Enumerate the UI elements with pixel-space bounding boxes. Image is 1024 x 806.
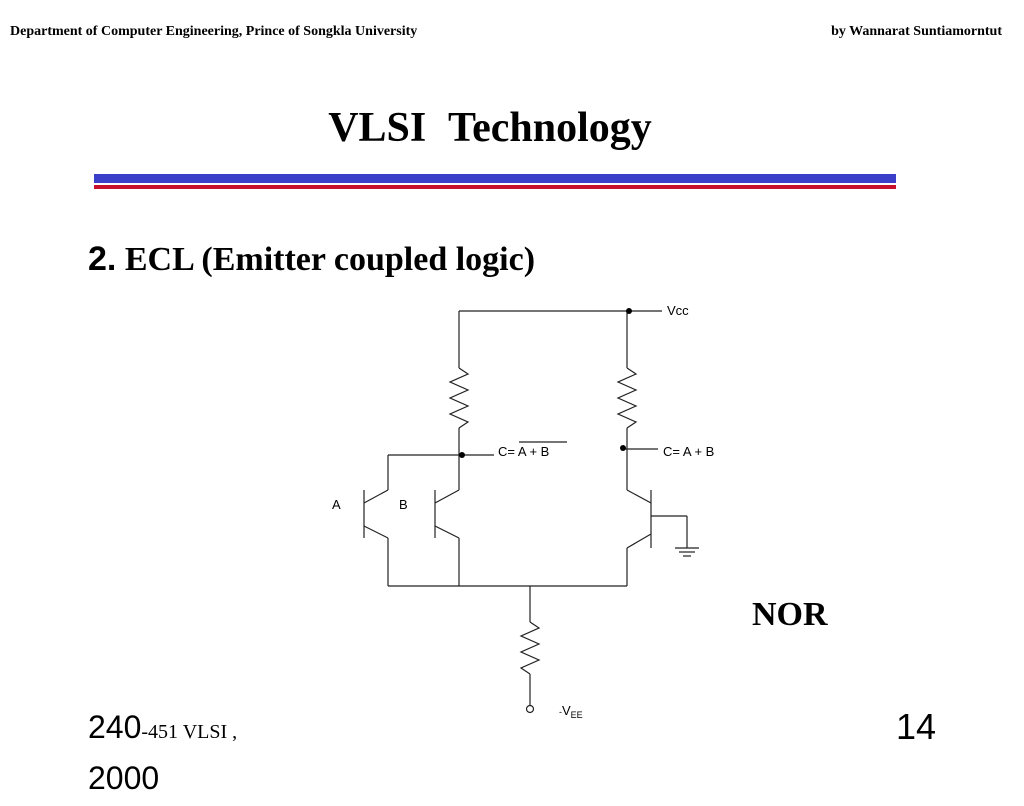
vee-subscript: EE (571, 710, 583, 720)
vee-terminal (525, 704, 535, 714)
transistor-b-collector (434, 489, 460, 504)
subtitle-number: 2. (88, 240, 117, 278)
subtitle-text: ECL (Emitter coupled logic) (116, 241, 536, 278)
page-number: 14 (895, 706, 936, 747)
left-collector-resistor (448, 367, 470, 429)
gate-type-label: NOR (752, 596, 828, 633)
nor-output-expression: A + B (518, 444, 549, 459)
nor-output-label: C= A + B (498, 444, 549, 459)
tail-resistor (519, 621, 541, 675)
slide-title: VLSI Technology (328, 105, 652, 151)
ecl-circuit-diagram: Vcc C= A + B C= A + B A B -VEE (332, 303, 714, 720)
course-name: -451 VLSI , (141, 721, 238, 743)
transistor-b-emitter (434, 525, 460, 539)
vee-minus: - (559, 707, 562, 717)
vcc-label: Vcc (667, 303, 689, 318)
right-collector-resistor (616, 367, 638, 429)
input-a-label: A (332, 497, 341, 512)
title-rule-blue (94, 174, 896, 183)
nor-output-prefix: C= (498, 444, 518, 459)
footer-course: 240-451 VLSI , 2000 (88, 704, 328, 806)
header-author: by Wannarat Suntiamorntut (831, 24, 1002, 39)
transistor-a-collector (363, 489, 389, 504)
course-year: 2000 (88, 760, 160, 796)
transistor-a-emitter (363, 525, 389, 539)
ref-transistor-collector (626, 489, 652, 504)
slide-subtitle: 2. ECL (Emitter coupled logic) (88, 240, 535, 279)
ref-transistor-emitter (626, 533, 652, 549)
vee-v: V (562, 703, 571, 718)
or-output-label: C= A + B (663, 444, 714, 459)
course-number: 240 (88, 709, 142, 745)
title-rule-red (94, 185, 896, 189)
vee-label: -VEE (559, 703, 583, 720)
header-department: Department of Computer Engineering, Prin… (10, 24, 418, 39)
input-b-label: B (399, 497, 408, 512)
or-output-dot (620, 445, 626, 451)
vcc-junction-dot (626, 308, 632, 314)
nor-output-dot (459, 452, 465, 458)
